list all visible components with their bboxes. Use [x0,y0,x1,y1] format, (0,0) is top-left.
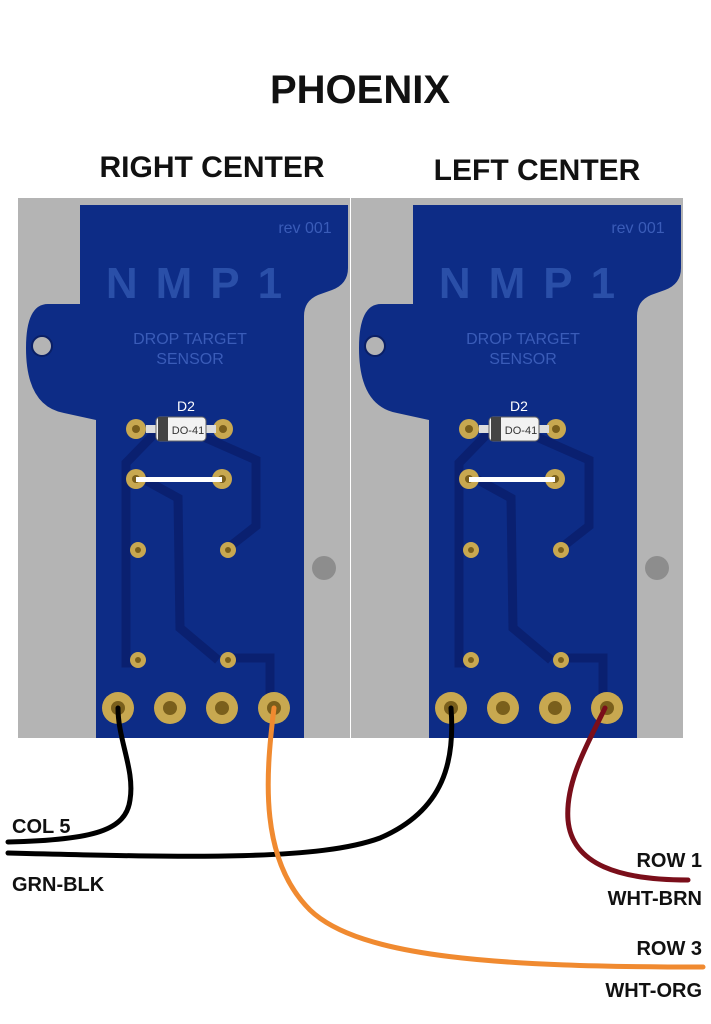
board-left-center: rev 001 NMP1 DROP TARGET SENSOR D2 DO-41 [351,198,683,738]
board-caption-line2: SENSOR [489,351,557,368]
board-logo: NMP1 [439,259,633,308]
row3-label: ROW 3 [636,938,702,960]
wire-wht-org [265,705,706,970]
board-logo: NMP1 [106,259,300,308]
diode-ref-label: D2 [177,398,195,414]
wire-col5-right-board [5,705,134,845]
diode-ref-label: D2 [510,398,528,414]
board-caption-line1: DROP TARGET [466,331,580,348]
board-caption-line1: DROP TARGET [133,331,247,348]
diode-package-label: DO-41 [172,425,204,437]
col5-label: COL 5 [12,816,71,838]
wht-brn-label: WHT-BRN [608,888,702,910]
board-right-center: rev 001 NMP1 DROP TARGET SENSOR D2 DO-41 [18,198,350,738]
heading-right-center: RIGHT CENTER [100,151,325,184]
heading-left-center: LEFT CENTER [434,154,641,187]
grn-blk-label: GRN-BLK [12,874,105,896]
row1-label: ROW 1 [636,850,702,872]
board-caption-line2: SENSOR [156,351,224,368]
wht-org-label: WHT-ORG [605,980,702,1002]
rev-label: rev 001 [611,220,664,237]
wire-wht-brn [565,705,691,883]
diagram-title: PHOENIX [270,68,450,112]
diode-package-label: DO-41 [505,425,537,437]
rev-label: rev 001 [278,220,331,237]
wire-grn-blk [5,705,455,859]
